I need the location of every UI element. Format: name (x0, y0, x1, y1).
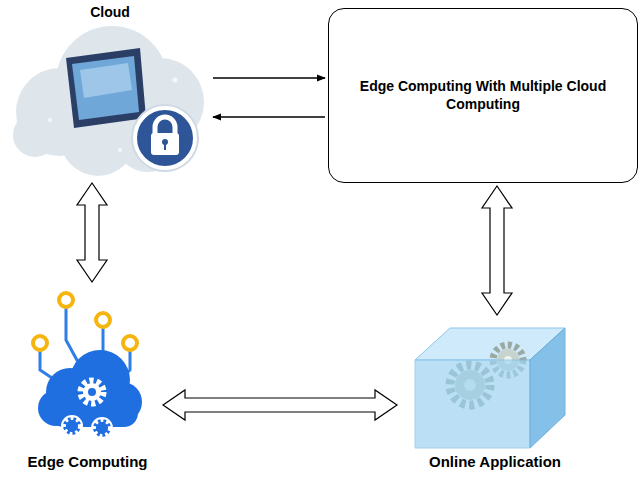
edge-computing-node: Edge Computing (15, 285, 160, 480)
double-arrow (77, 183, 107, 282)
application-node: Online Application (400, 318, 590, 480)
box-text: Edge Computing With Multiple Cloud Compu… (359, 78, 607, 113)
double-arrow (482, 186, 512, 315)
application-cube-icon (415, 328, 565, 448)
node-label: Cloud (90, 4, 130, 22)
cloud-node: Cloud (10, 0, 210, 180)
cloud-icon (13, 26, 204, 176)
node-label: Edge Computing (28, 453, 148, 472)
edge-computing-icon (33, 293, 142, 438)
node-label: Online Application (429, 453, 561, 472)
process-box: Edge Computing With Multiple Cloud Compu… (328, 8, 638, 183)
arrow-line (213, 116, 325, 117)
arrow-line (213, 77, 325, 78)
double-arrow (163, 390, 397, 420)
